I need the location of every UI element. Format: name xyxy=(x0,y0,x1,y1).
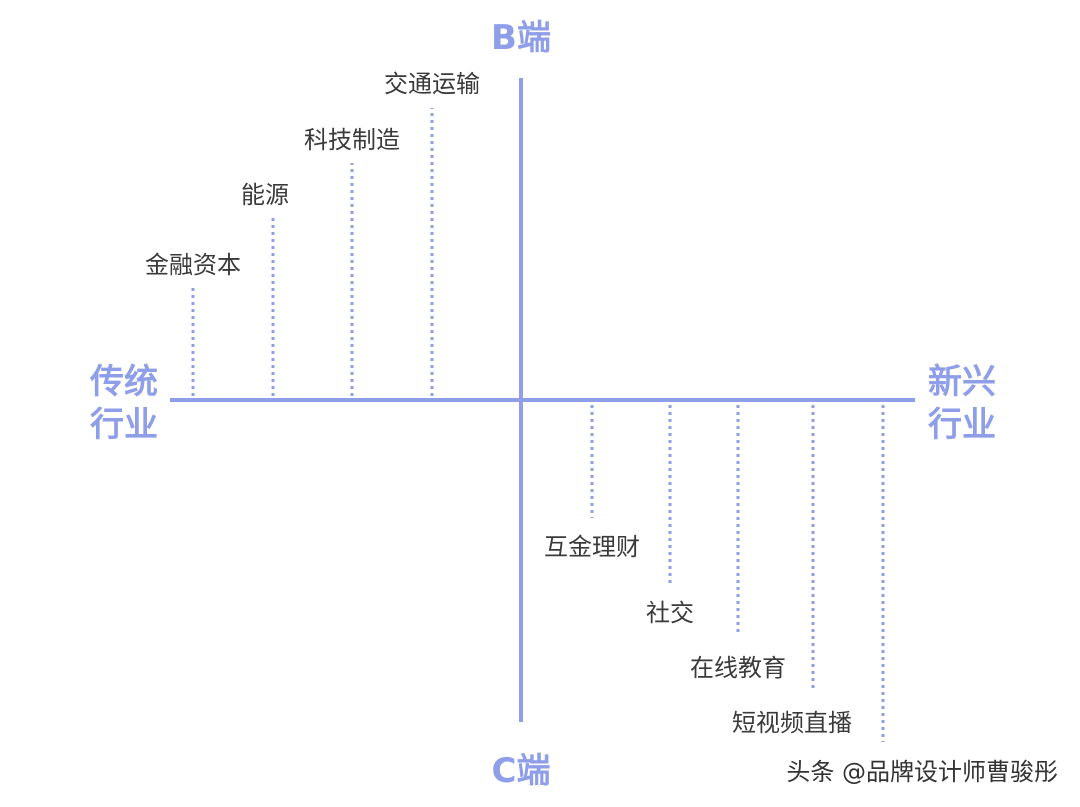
b-side-item: 能源 xyxy=(241,181,289,396)
b-side-label: 科技制造 xyxy=(304,126,400,154)
b-side-label: 交通运输 xyxy=(384,70,480,98)
c-side-label: 互金理财 xyxy=(544,533,640,561)
b-side-item: 科技制造 xyxy=(304,126,400,396)
c-side-item: 互金理财 xyxy=(544,405,640,561)
b-side-item: 金融资本 xyxy=(145,251,241,396)
axis-label-left-line1: 传统 xyxy=(89,362,158,402)
axis-label-top: B端 xyxy=(491,18,551,58)
b-side-label: 能源 xyxy=(241,181,289,209)
c-side-item: 社交 xyxy=(646,405,694,627)
c-side-label: 在线教育 xyxy=(690,654,786,682)
axis-label-right-line1: 新兴 xyxy=(928,362,996,402)
c-side-item: 短视频直播 xyxy=(732,405,852,737)
watermark-text: 头条 @品牌设计师曹骏彤 xyxy=(786,758,1058,786)
c-side-label: 社交 xyxy=(646,599,694,627)
b-side-label: 金融资本 xyxy=(145,251,241,279)
c-side-label: 短视频直播 xyxy=(732,709,852,737)
b-side-item: 交通运输 xyxy=(384,70,480,396)
c-side-item: 在线教育 xyxy=(690,405,786,682)
axis-label-left-line2: 行业 xyxy=(90,405,158,445)
axis-label-right-line2: 行业 xyxy=(928,405,996,445)
axis-label-bottom: C端 xyxy=(492,751,551,791)
